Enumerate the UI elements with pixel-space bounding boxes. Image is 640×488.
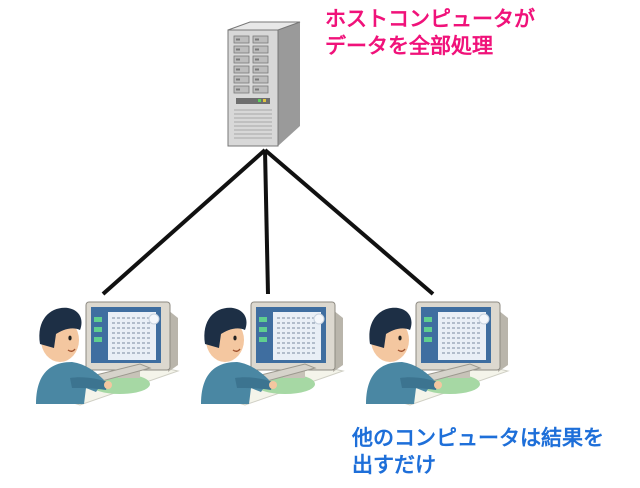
connection-line-center — [263, 149, 270, 295]
connection-line-left — [101, 148, 267, 296]
client-caption-line2: 出すだけ — [352, 453, 436, 477]
host-caption-line1: ホストコンピュータが — [325, 7, 535, 31]
workstation-icon — [201, 301, 345, 406]
host-caption: ホストコンピュータが データを全部処理 — [325, 6, 535, 60]
connection-line-right — [263, 148, 435, 296]
client-caption-line1: 他のコンピュータは結果を — [352, 426, 604, 450]
workstation-icon — [36, 301, 180, 406]
client-caption: 他のコンピュータは結果を 出すだけ — [352, 425, 604, 479]
workstation-icon — [366, 301, 510, 406]
host-server-icon — [227, 21, 301, 147]
host-caption-line2: データを全部処理 — [325, 34, 493, 58]
